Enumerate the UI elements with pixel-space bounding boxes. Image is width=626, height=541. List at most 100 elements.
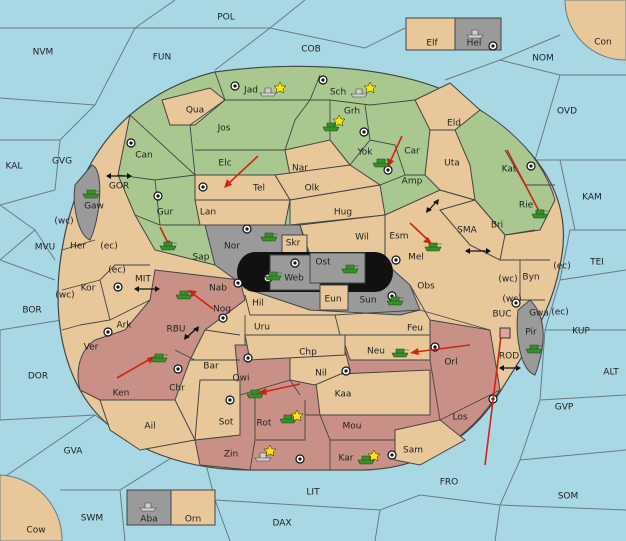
land-kaa[interactable] bbox=[314, 369, 431, 416]
land-label-feu: Feu bbox=[407, 324, 423, 334]
coast-label-kor-ec: (ec) bbox=[108, 266, 126, 276]
land-label-kat: Kat bbox=[502, 165, 517, 175]
land-label-elc: Elc bbox=[218, 159, 231, 169]
units bbox=[82, 29, 549, 512]
sea-label-kal: KAL bbox=[6, 162, 23, 172]
land-label-sun: Sun bbox=[359, 296, 376, 306]
sea-label-som: SOM bbox=[558, 492, 579, 502]
island-con[interactable] bbox=[564, 0, 626, 61]
sea-label-gvp: GVP bbox=[555, 403, 574, 413]
land-qua[interactable] bbox=[161, 87, 226, 126]
coast-label-gwa-ec: (ec) bbox=[551, 308, 569, 318]
land-eld[interactable] bbox=[414, 82, 481, 131]
sea-label-buc: BUC bbox=[492, 310, 511, 320]
supply-center-icon bbox=[387, 450, 397, 460]
land-eun[interactable] bbox=[319, 284, 349, 311]
land-label-can: Can bbox=[135, 151, 153, 161]
land-label-skr: Skr bbox=[286, 239, 301, 249]
land-label-nar: Nar bbox=[292, 164, 308, 174]
sea-label-mvu: MVU bbox=[35, 243, 56, 253]
sea-label-ovd: OVD bbox=[557, 107, 577, 117]
sea-label-rbu: RBU bbox=[166, 325, 185, 335]
land-label-gaw: Gaw bbox=[84, 202, 104, 212]
land-label-nor: Nor bbox=[224, 242, 240, 252]
sea-label-fun: FUN bbox=[153, 53, 172, 63]
land-labels: Jad Sch Qua Grh Eld Jos Can Yok Car Uta … bbox=[70, 86, 549, 464]
land-label-nog: Nog bbox=[213, 305, 231, 315]
land-label-yok: Yok bbox=[356, 148, 373, 158]
land-label-chp: Chp bbox=[299, 348, 317, 358]
army-icon bbox=[150, 353, 168, 363]
land-label-byn: Byn bbox=[522, 273, 539, 283]
land-label-eun: Eun bbox=[324, 295, 341, 305]
supply-center-icon bbox=[526, 161, 536, 171]
land-label-mel: Mel bbox=[408, 253, 424, 263]
land-label-ken: Ken bbox=[113, 389, 130, 399]
supply-center-icon bbox=[242, 224, 252, 234]
star-icon bbox=[263, 444, 277, 457]
army-icon bbox=[525, 344, 543, 354]
land-label-ail: Ail bbox=[144, 422, 155, 432]
land-label-sam: Sam bbox=[403, 446, 423, 456]
strait-arrow-rbu bbox=[184, 326, 199, 340]
land-label-uru: Uru bbox=[254, 323, 270, 333]
army-icon bbox=[386, 296, 404, 306]
land-label-kaa: Kaa bbox=[335, 390, 352, 400]
strait-arrows bbox=[106, 173, 521, 371]
order-arrow bbox=[258, 383, 301, 395]
land-sot[interactable] bbox=[194, 379, 241, 441]
supply-center-icon bbox=[290, 258, 300, 268]
supply-center-icon bbox=[153, 191, 163, 201]
star-icon bbox=[273, 81, 287, 94]
army-icon bbox=[159, 241, 177, 251]
strait-arrow-gor bbox=[106, 173, 132, 179]
army-icon bbox=[246, 389, 264, 399]
land-label-nab: Nab bbox=[209, 284, 227, 294]
army-icon bbox=[341, 264, 359, 274]
supply-center-icon bbox=[391, 255, 401, 265]
army-icon bbox=[260, 232, 278, 242]
land-gaw[interactable] bbox=[73, 164, 101, 241]
land-label-amp: Amp bbox=[402, 177, 423, 187]
fleet-icon bbox=[466, 29, 484, 39]
sea-label-dor: DOR bbox=[28, 372, 48, 382]
land-label-los: Los bbox=[452, 413, 467, 423]
strait-arrow-sma-top bbox=[426, 199, 439, 213]
land-label-ver: Ver bbox=[84, 343, 99, 353]
coast-label-her-wc: (wc) bbox=[54, 217, 73, 227]
coast-label-byn-ec: (ec) bbox=[553, 262, 571, 272]
island-labels: Con Elf Hel Cow Aba Orn bbox=[26, 38, 611, 536]
land-label-sap: Sap bbox=[193, 253, 210, 263]
land-ost[interactable] bbox=[309, 252, 366, 284]
island-label-elf: Elf bbox=[426, 39, 438, 49]
coast-label-her-ec: (ec) bbox=[100, 242, 118, 252]
land-label-eld: Eld bbox=[447, 119, 461, 129]
army-icon bbox=[175, 290, 193, 300]
island-cow[interactable] bbox=[0, 474, 63, 541]
sea-label-tei: TEI bbox=[589, 258, 604, 268]
island-orn[interactable] bbox=[170, 489, 216, 526]
island-label-hel: Hel bbox=[467, 39, 482, 49]
land-label-neu: Neu bbox=[367, 347, 385, 357]
sea-label-rod: ROD bbox=[499, 352, 519, 362]
land-tel[interactable] bbox=[194, 174, 291, 201]
island-label-orn: Orn bbox=[185, 515, 201, 525]
land-label-sch: Sch bbox=[330, 88, 346, 98]
star-icon bbox=[290, 409, 304, 422]
sea-label-gvg: GVG bbox=[52, 157, 72, 167]
sea-label-sma: SMA bbox=[457, 226, 477, 236]
supply-center-icon bbox=[341, 366, 351, 376]
land-pir[interactable] bbox=[516, 299, 544, 376]
sea-label-nvm: NVM bbox=[33, 48, 54, 58]
land-ail[interactable] bbox=[99, 399, 196, 451]
star-icon bbox=[363, 81, 377, 94]
land-chp[interactable] bbox=[244, 334, 346, 361]
army-icon bbox=[391, 348, 409, 358]
land-label-obs: Obs bbox=[417, 282, 435, 292]
island-elf[interactable] bbox=[405, 17, 456, 51]
land-label-bar: Bar bbox=[203, 362, 219, 372]
land-bri[interactable] bbox=[439, 199, 506, 261]
sea-label-swm: SWM bbox=[81, 514, 103, 524]
supply-center-icon bbox=[488, 41, 498, 51]
